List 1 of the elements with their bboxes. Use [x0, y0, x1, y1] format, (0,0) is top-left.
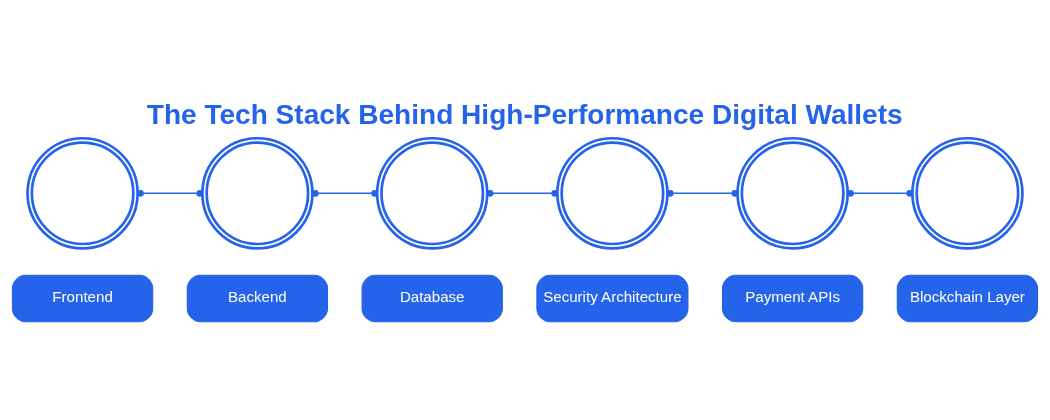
diagram-title: The Tech Stack Behind High-Performance Digital Wallets — [146, 99, 903, 130]
